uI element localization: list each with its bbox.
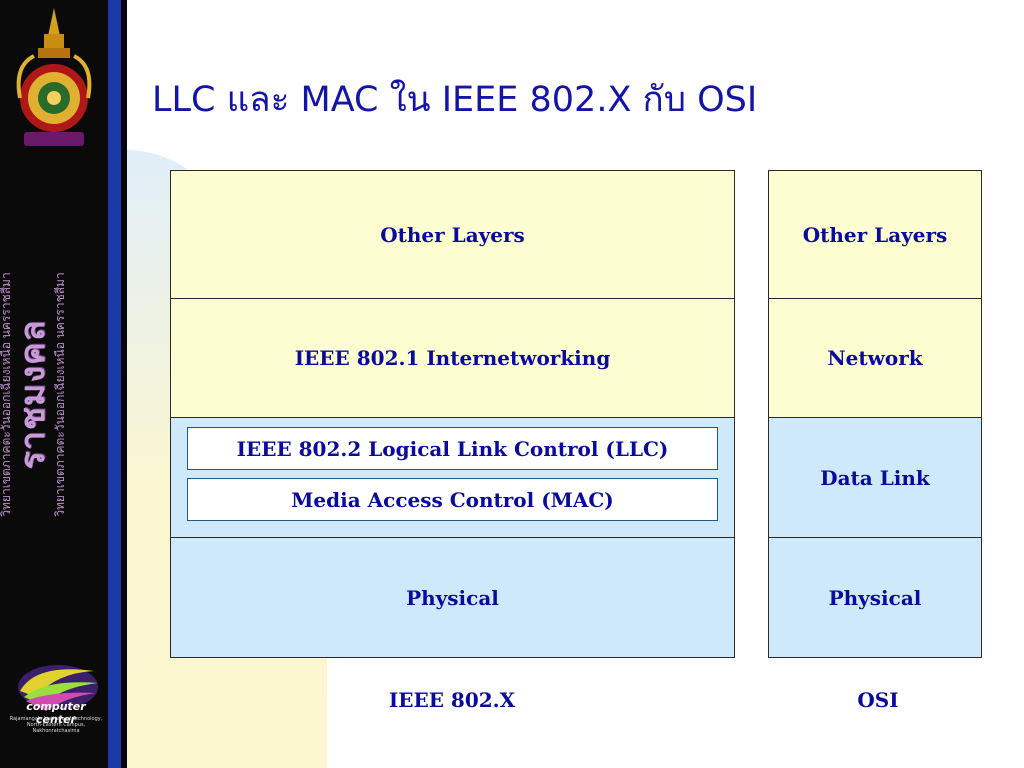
vertical-subtitle-top: วิทยาเขตภาคตะวันออกเฉียงเหนือ นครราชสีมา	[0, 272, 13, 517]
vertical-branding: วิทยาเขตภาคตะวันออกเฉียงเหนือ นครราชสีมา…	[0, 197, 67, 592]
osi-network-label: Network	[827, 346, 923, 370]
vertical-title: ราชมงคล	[13, 319, 53, 470]
osi-data-link-label: Data Link	[820, 465, 930, 490]
ieee-caption: IEEE 802.X	[388, 688, 516, 712]
computer-center-label: computer center	[26, 700, 86, 726]
ieee-llc-sublayer: IEEE 802.2 Logical Link Control (LLC)	[187, 427, 718, 470]
page-title: LLC และ MAC ใน IEEE 802.X กับ OSI	[152, 80, 758, 120]
ieee-physical-layer: Physical	[170, 537, 735, 658]
ieee-other-layers-label: Other Layers	[380, 222, 525, 247]
computer-center-sublabel: Rajamangala Institute of Technology, Nor…	[9, 716, 103, 734]
sidebar-dark-stripe	[121, 0, 127, 768]
ieee-internetworking-label: IEEE 802.1 Internetworking	[294, 346, 611, 370]
osi-other-layers: Other Layers	[768, 170, 982, 299]
ieee-other-layers: Other Layers	[170, 170, 735, 299]
ieee-mac-sublayer: Media Access Control (MAC)	[187, 478, 718, 521]
osi-physical-layer: Physical	[768, 537, 982, 658]
sidebar-blue-stripe	[108, 0, 121, 768]
university-crest-logo	[16, 8, 92, 146]
ieee-mac-label: Media Access Control (MAC)	[291, 487, 614, 512]
osi-caption: OSI	[857, 688, 899, 712]
computer-center-logo	[18, 665, 98, 711]
vertical-subtitle-bottom: วิทยาเขตภาคตะวันออกเฉียงเหนือ นครราชสีมา	[53, 272, 67, 517]
osi-physical-label: Physical	[828, 585, 922, 610]
ieee-llc-label: IEEE 802.2 Logical Link Control (LLC)	[236, 436, 669, 461]
osi-other-layers-label: Other Layers	[802, 222, 948, 247]
ieee-internetworking-layer: IEEE 802.1 Internetworking	[170, 298, 735, 418]
osi-data-link-layer: Data Link	[768, 417, 982, 538]
ieee-physical-label: Physical	[406, 585, 499, 610]
osi-network-layer: Network	[768, 298, 982, 418]
